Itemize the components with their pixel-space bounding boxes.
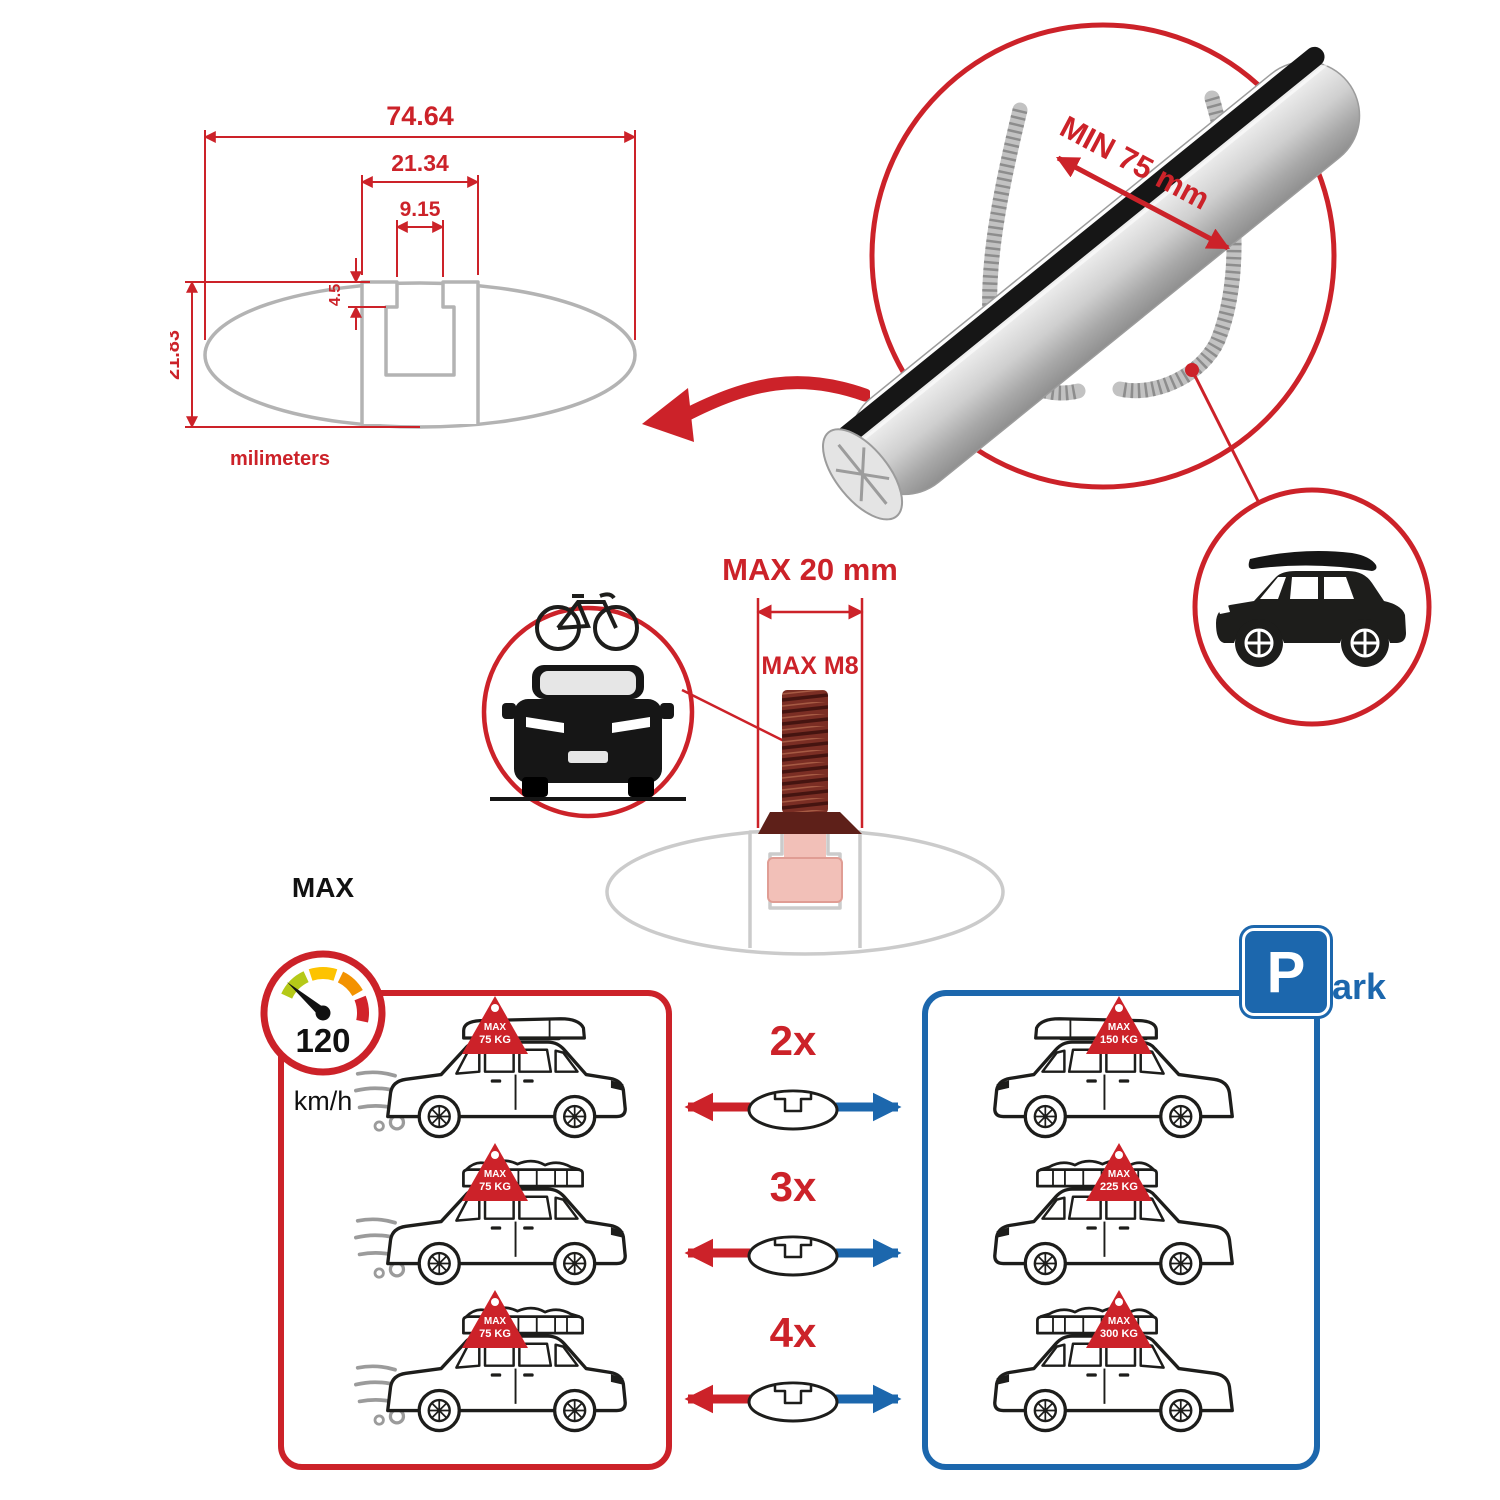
suv-with-roofbox [1216, 551, 1406, 667]
pennant-weight: 75 KG [479, 1033, 511, 1046]
pennant-weight: 300 KG [1100, 1327, 1138, 1340]
bolt-detail: MAX 20 mm MAX M8 [481, 552, 1005, 956]
bar-count-label: 4x [770, 1309, 817, 1356]
bar-count-row-2: 3x [684, 1163, 902, 1277]
parked-car-row-2: MAX 225 KG [968, 1143, 1268, 1298]
suv-body [1216, 571, 1406, 643]
pennant-weight: 225 KG [1100, 1180, 1138, 1193]
pennant-hole [1115, 1151, 1123, 1159]
driving-car-row-1: MAX 75 KG [352, 996, 652, 1151]
speed-max-label: MAX [291, 872, 355, 903]
pennant-max: MAX [1107, 1316, 1131, 1327]
car-front-icon [490, 665, 686, 801]
dim-channel-width: 21.34 [391, 150, 449, 176]
parked-car-row-3: MAX 300 KG [968, 1290, 1268, 1445]
pointer-arrowhead [642, 388, 694, 442]
pennant-max: MAX [483, 1316, 507, 1327]
bolt-t-head [767, 857, 843, 903]
bar-count-label: 3x [770, 1163, 817, 1210]
bolt-hidden-neck [784, 834, 826, 860]
speed-gauge: 120 [260, 950, 386, 1076]
pennant-hole [491, 1298, 499, 1306]
pennant-weight: 75 KG [479, 1327, 511, 1340]
dim-total-height: 21.83 [170, 330, 184, 380]
park-letter: P [1266, 939, 1306, 1005]
bar-profile-icon [747, 1235, 839, 1277]
pennant-hole [491, 1004, 499, 1012]
units-label: milimeters [230, 448, 330, 470]
bolt-flange [758, 812, 862, 834]
dim-total-width: 74.64 [386, 101, 454, 131]
crossbar-detail: MIN 75 mm [821, 22, 1432, 727]
driving-car-row-2: MAX 75 KG [352, 1143, 652, 1298]
park-sign: P [1242, 928, 1330, 1016]
profile-channel-fill [362, 282, 478, 424]
parked-car-row-1: MAX 150 KG [968, 996, 1268, 1151]
pennant-hole [491, 1151, 499, 1159]
bar-count-row-1: 2x [684, 1017, 902, 1131]
pointer-arrow [642, 376, 870, 442]
profile-dimension-drawing: 74.64 21.34 9.15 4.5 21.83 milimeters [170, 101, 637, 470]
pennant-max: MAX [1107, 1169, 1131, 1180]
bar-count-column: 2x 3x 4x [684, 1017, 902, 1423]
bolt-shaft [782, 690, 828, 814]
dim-slot-width: 9.15 [400, 198, 441, 221]
gauge-needle [287, 982, 327, 1017]
profile-channel [360, 280, 480, 424]
pennant-weight: 150 KG [1100, 1033, 1138, 1046]
driving-car-row-3: MAX 75 KG [352, 1290, 652, 1445]
bicycle-icon [535, 592, 639, 651]
bar-profile-icon [747, 1381, 839, 1423]
speed-unit: km/h [293, 1086, 353, 1116]
pennant-hole [1115, 1298, 1123, 1306]
bar-count-label: 2x [770, 1017, 817, 1064]
bar-profile-icon [747, 1089, 839, 1131]
pennant-weight: 75 KG [479, 1180, 511, 1193]
pennant-max: MAX [483, 1022, 507, 1033]
pennant-hole [1115, 1004, 1123, 1012]
pennant-max: MAX [1107, 1022, 1131, 1033]
roof-box [1248, 551, 1377, 571]
dim-lip-depth: 4.5 [327, 284, 344, 306]
max-width-label: MAX 20 mm [722, 552, 898, 587]
park-sign-suffix: ark [1332, 966, 1387, 1007]
bar-count-row-3: 4x [684, 1309, 902, 1423]
max-thread-label: MAX M8 [761, 652, 858, 680]
speed-value: 120 [295, 1022, 350, 1059]
pennant-max: MAX [483, 1169, 507, 1180]
